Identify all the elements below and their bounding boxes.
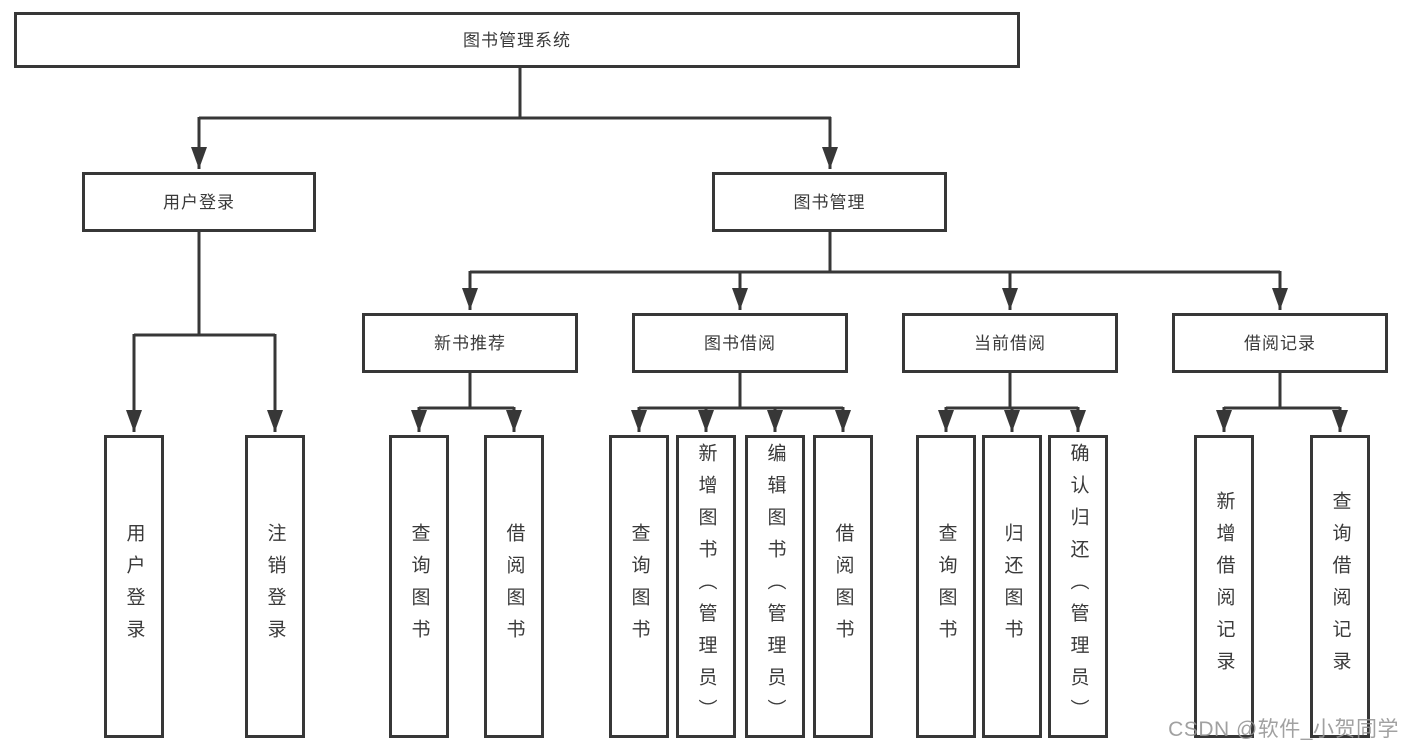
leaf-current-query-books: 查询图书 <box>916 435 976 738</box>
leaf-borrow-add-books-admin: 新增图书（管理员） <box>676 435 736 738</box>
leaf-borrow-edit-books-admin: 编辑图书（管理员） <box>745 435 805 738</box>
leaf-current-return-books-label: 归还图书 <box>1001 522 1023 651</box>
node-new-book-recommend-label: 新书推荐 <box>434 333 506 353</box>
node-book-management: 图书管理 <box>712 172 947 232</box>
leaf-recommend-borrow-books-label: 借阅图书 <box>503 522 525 651</box>
connector-group <box>126 68 1348 432</box>
leaf-borrow-query-books-label: 查询图书 <box>628 522 650 651</box>
node-book-management-label: 图书管理 <box>793 192 866 212</box>
leaf-recommend-query-books-label: 查询图书 <box>408 522 430 651</box>
leaf-logout: 注销登录 <box>245 435 305 738</box>
node-book-borrow-label: 图书借阅 <box>704 333 776 353</box>
node-borrow-records: 借阅记录 <box>1172 313 1388 373</box>
leaf-current-confirm-return-admin: 确认归还（管理员） <box>1048 435 1108 738</box>
leaf-records-query-record: 查询借阅记录 <box>1310 435 1370 738</box>
leaf-records-query-record-label: 查询借阅记录 <box>1329 490 1351 683</box>
leaf-user-login-label: 用户登录 <box>123 522 145 651</box>
leaf-recommend-query-books: 查询图书 <box>389 435 449 738</box>
node-library-system: 图书管理系统 <box>14 12 1020 68</box>
leaf-current-query-books-label: 查询图书 <box>935 522 957 651</box>
leaf-current-return-books: 归还图书 <box>982 435 1042 738</box>
leaf-logout-label: 注销登录 <box>264 522 286 651</box>
node-book-borrow: 图书借阅 <box>632 313 848 373</box>
leaf-borrow-borrow-books-label: 借阅图书 <box>832 522 854 651</box>
leaf-records-add-record: 新增借阅记录 <box>1194 435 1254 738</box>
leaf-recommend-borrow-books: 借阅图书 <box>484 435 544 738</box>
node-current-borrow-label: 当前借阅 <box>974 333 1046 353</box>
leaf-records-add-record-label: 新增借阅记录 <box>1213 490 1235 683</box>
leaf-user-login: 用户登录 <box>104 435 164 738</box>
node-user-login: 用户登录 <box>82 172 316 232</box>
node-user-login-label: 用户登录 <box>163 192 235 212</box>
node-library-system-label: 图书管理系统 <box>463 30 571 50</box>
leaf-borrow-query-books: 查询图书 <box>609 435 669 738</box>
watermark-text: CSDN @软件_小贺同学 <box>1168 718 1399 741</box>
leaf-borrow-borrow-books: 借阅图书 <box>813 435 873 738</box>
node-current-borrow: 当前借阅 <box>902 313 1118 373</box>
leaf-borrow-edit-books-admin-label: 编辑图书（管理员） <box>764 442 786 731</box>
leaf-borrow-add-books-admin-label: 新增图书（管理员） <box>695 442 717 731</box>
node-borrow-records-label: 借阅记录 <box>1244 333 1316 353</box>
leaf-current-confirm-return-admin-label: 确认归还（管理员） <box>1067 442 1089 731</box>
node-new-book-recommend: 新书推荐 <box>362 313 578 373</box>
